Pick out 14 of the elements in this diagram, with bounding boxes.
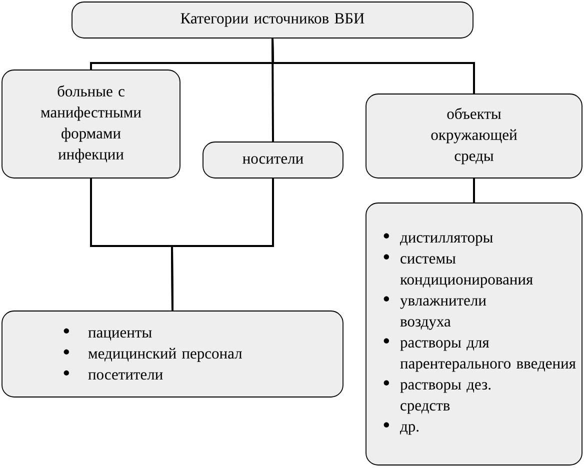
connector-line [272,38,475,94]
bullet-item: пациенты [64,328,152,341]
connector-line [171,178,274,311]
category-box: больные с манифестными формами инфекции [2,70,180,178]
title-box: Категории источников ВБИ [72,2,474,38]
connector-line [473,178,475,203]
bullet-item: посетители [64,370,163,380]
bullet-item: др. [384,422,418,435]
bullet-item: медицинский персонал [64,348,242,362]
bullet-item: дистилляторы [384,233,493,246]
list-box [366,202,582,466]
list-box [2,310,344,398]
category-box: объекты окружающей среды [366,94,582,178]
category-box: носители [202,142,344,178]
